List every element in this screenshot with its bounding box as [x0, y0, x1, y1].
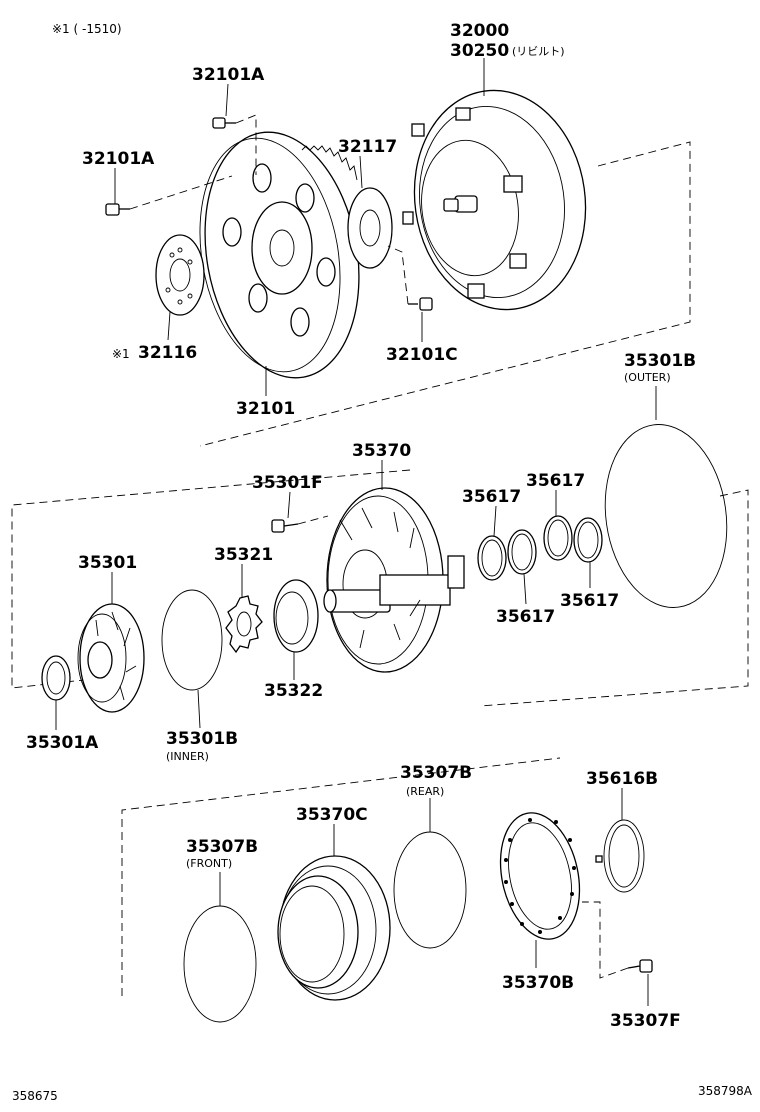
bolt-32101a-top — [212, 114, 257, 175]
label-35307f: 35307F — [610, 1011, 681, 1031]
label-35301b-inner-sub: (INNER) — [166, 750, 209, 763]
torque-converter — [402, 89, 587, 311]
snap-ring — [595, 819, 645, 893]
label-32101a-top: 32101A — [192, 65, 265, 85]
label-35370: 35370 — [352, 441, 411, 461]
drive-plate — [199, 131, 365, 379]
label-32101c: 32101C — [386, 345, 458, 365]
group-box-oil-pump — [11, 469, 749, 707]
label-32116: 32116 — [138, 343, 197, 363]
label-35301b-outer: 35301B — [624, 351, 696, 371]
bolt-32101a-left — [105, 175, 233, 216]
pressure-plate — [499, 812, 581, 940]
front-plate — [155, 234, 205, 316]
drive-gear — [225, 595, 263, 654]
diagram-code-right: 358798A — [698, 1084, 753, 1098]
label-35322: 35322 — [264, 681, 323, 701]
label-35301a: 35301A — [26, 733, 99, 753]
label-30250: 30250 — [450, 41, 509, 61]
label-35370b: 35370B — [502, 973, 574, 993]
label-32101a-left: 32101A — [82, 149, 155, 169]
label-35370c: 35370C — [296, 805, 368, 825]
oil-pump-body — [323, 487, 465, 673]
label-32117: 32117 — [338, 137, 397, 157]
label-35307b-front: 35307B — [186, 837, 258, 857]
label-32101: 32101 — [236, 399, 295, 419]
label-32000: 32000 — [450, 21, 509, 41]
label-35307b-rear: 35307B — [400, 763, 472, 783]
label-35321: 35321 — [214, 545, 273, 565]
bolt-35301f — [271, 515, 329, 533]
o-ring-rear — [393, 831, 467, 949]
o-ring-front — [183, 905, 257, 1023]
bolt-35307f — [582, 901, 653, 979]
o-ring-inner — [161, 589, 223, 691]
label-32116-mark: ※1 — [112, 347, 130, 361]
clutch-drum — [277, 855, 391, 1001]
driven-gear — [273, 579, 319, 653]
label-35617-b: 35617 — [526, 471, 585, 491]
label-35617-a: 35617 — [462, 487, 521, 507]
label-35301f: 35301F — [252, 473, 323, 493]
applicability-note: ※1 ( -1510) — [52, 22, 122, 36]
group-box-flywheel — [199, 141, 691, 447]
o-ring-outer — [604, 424, 728, 608]
group-box-clutch — [121, 757, 561, 996]
seal-ring-2 — [507, 529, 537, 575]
seal-ring-3 — [543, 515, 573, 561]
bolt-32101c — [387, 245, 433, 311]
seal-ring-1 — [477, 535, 507, 581]
label-35301: 35301 — [78, 553, 137, 573]
oil-seal — [41, 655, 71, 701]
spacer — [347, 187, 393, 269]
label-35301b-inner: 35301B — [166, 729, 238, 749]
label-35307b-front-sub: (FRONT) — [186, 857, 232, 870]
label-35301b-outer-sub: (OUTER) — [624, 371, 671, 384]
part-labels: 32000 30250 (リビルト) 32101A 32101A 32117 ※… — [26, 21, 696, 1031]
label-35307b-rear-sub: (REAR) — [406, 785, 444, 798]
diagram-code-left: 358675 — [12, 1089, 58, 1103]
leader-lines — [55, 58, 657, 1006]
seal-ring-4 — [573, 517, 603, 563]
label-35616b: 35616B — [586, 769, 658, 789]
label-35617-d: 35617 — [560, 591, 619, 611]
pump-cover — [77, 603, 145, 713]
label-30250-suffix: (リビルト) — [512, 45, 565, 58]
label-35617-c: 35617 — [496, 607, 555, 627]
